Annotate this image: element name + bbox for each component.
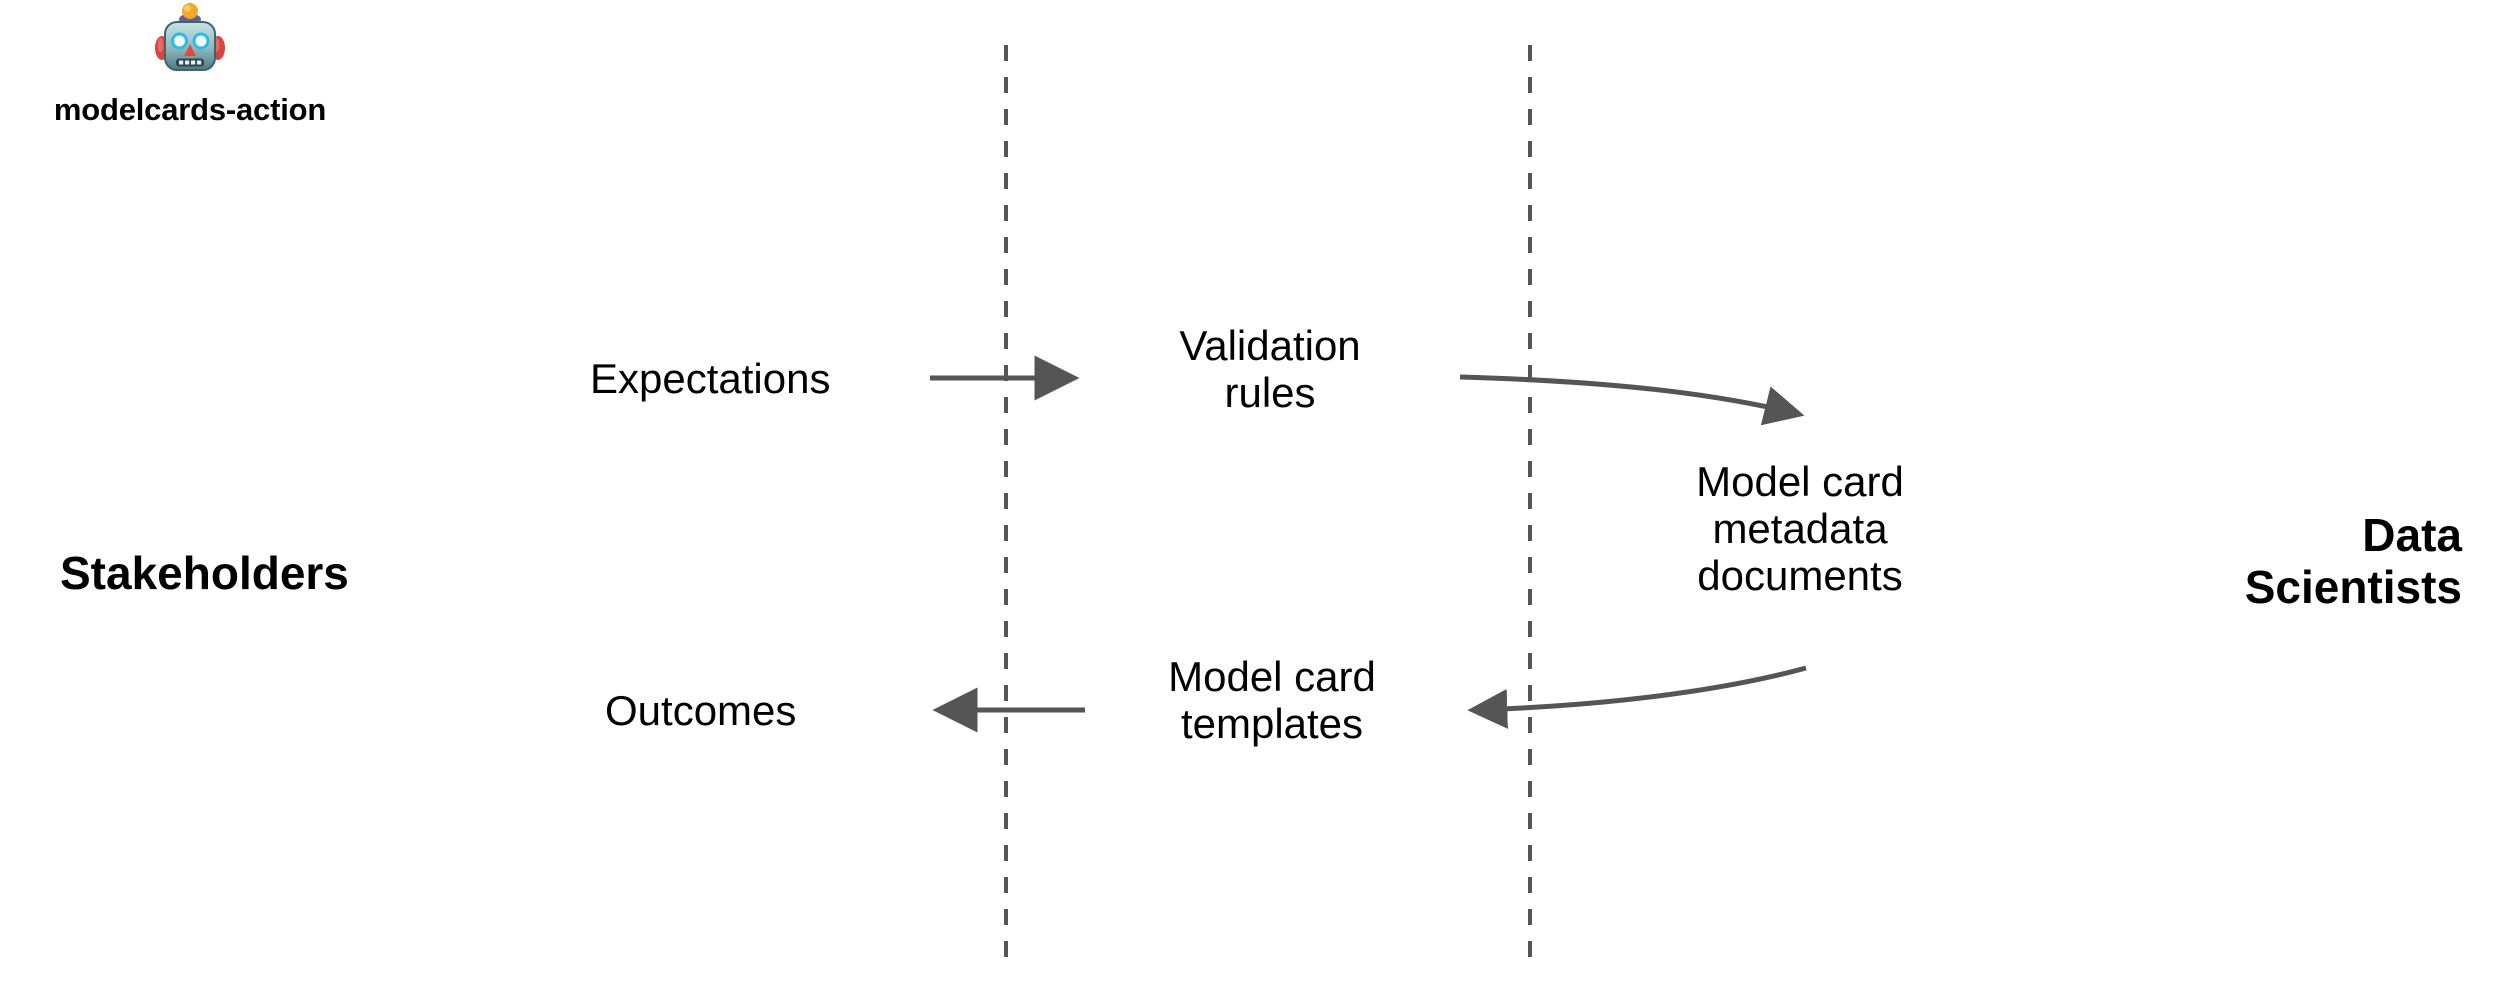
- message-label-outcomes: Outcomes: [605, 687, 797, 734]
- arrow-metadata-documents: [1467, 665, 1807, 729]
- bot-lane-header: modelcards-action: [0, 0, 380, 128]
- actor-stakeholders: Stakeholders: [60, 547, 349, 599]
- actor-data-scientists-line1: Data: [2362, 509, 2462, 561]
- message-label-metadata-documents-line2: metadata: [1712, 505, 1888, 553]
- message-label-expectations: Expectations: [590, 355, 831, 402]
- arrow-validation-rules: [1459, 374, 1805, 426]
- bot-lane-label: modelcards-action: [53, 92, 327, 127]
- message-label-validation-rules-line1: Validation: [1179, 322, 1361, 369]
- message-label-card-templates-line1: Model card: [1168, 653, 1376, 700]
- robot-face-emoji: [0, 0, 380, 78]
- message-label-metadata-documents-line1: Model card: [1696, 458, 1904, 505]
- message-label-validation-rules-line2: rules: [1224, 369, 1316, 417]
- actor-data-scientists-line2: Scientists: [2244, 560, 2462, 613]
- message-label-card-templates-line2: templates: [1180, 700, 1364, 748]
- message-label-metadata-documents-line3: documents: [1697, 552, 1903, 600]
